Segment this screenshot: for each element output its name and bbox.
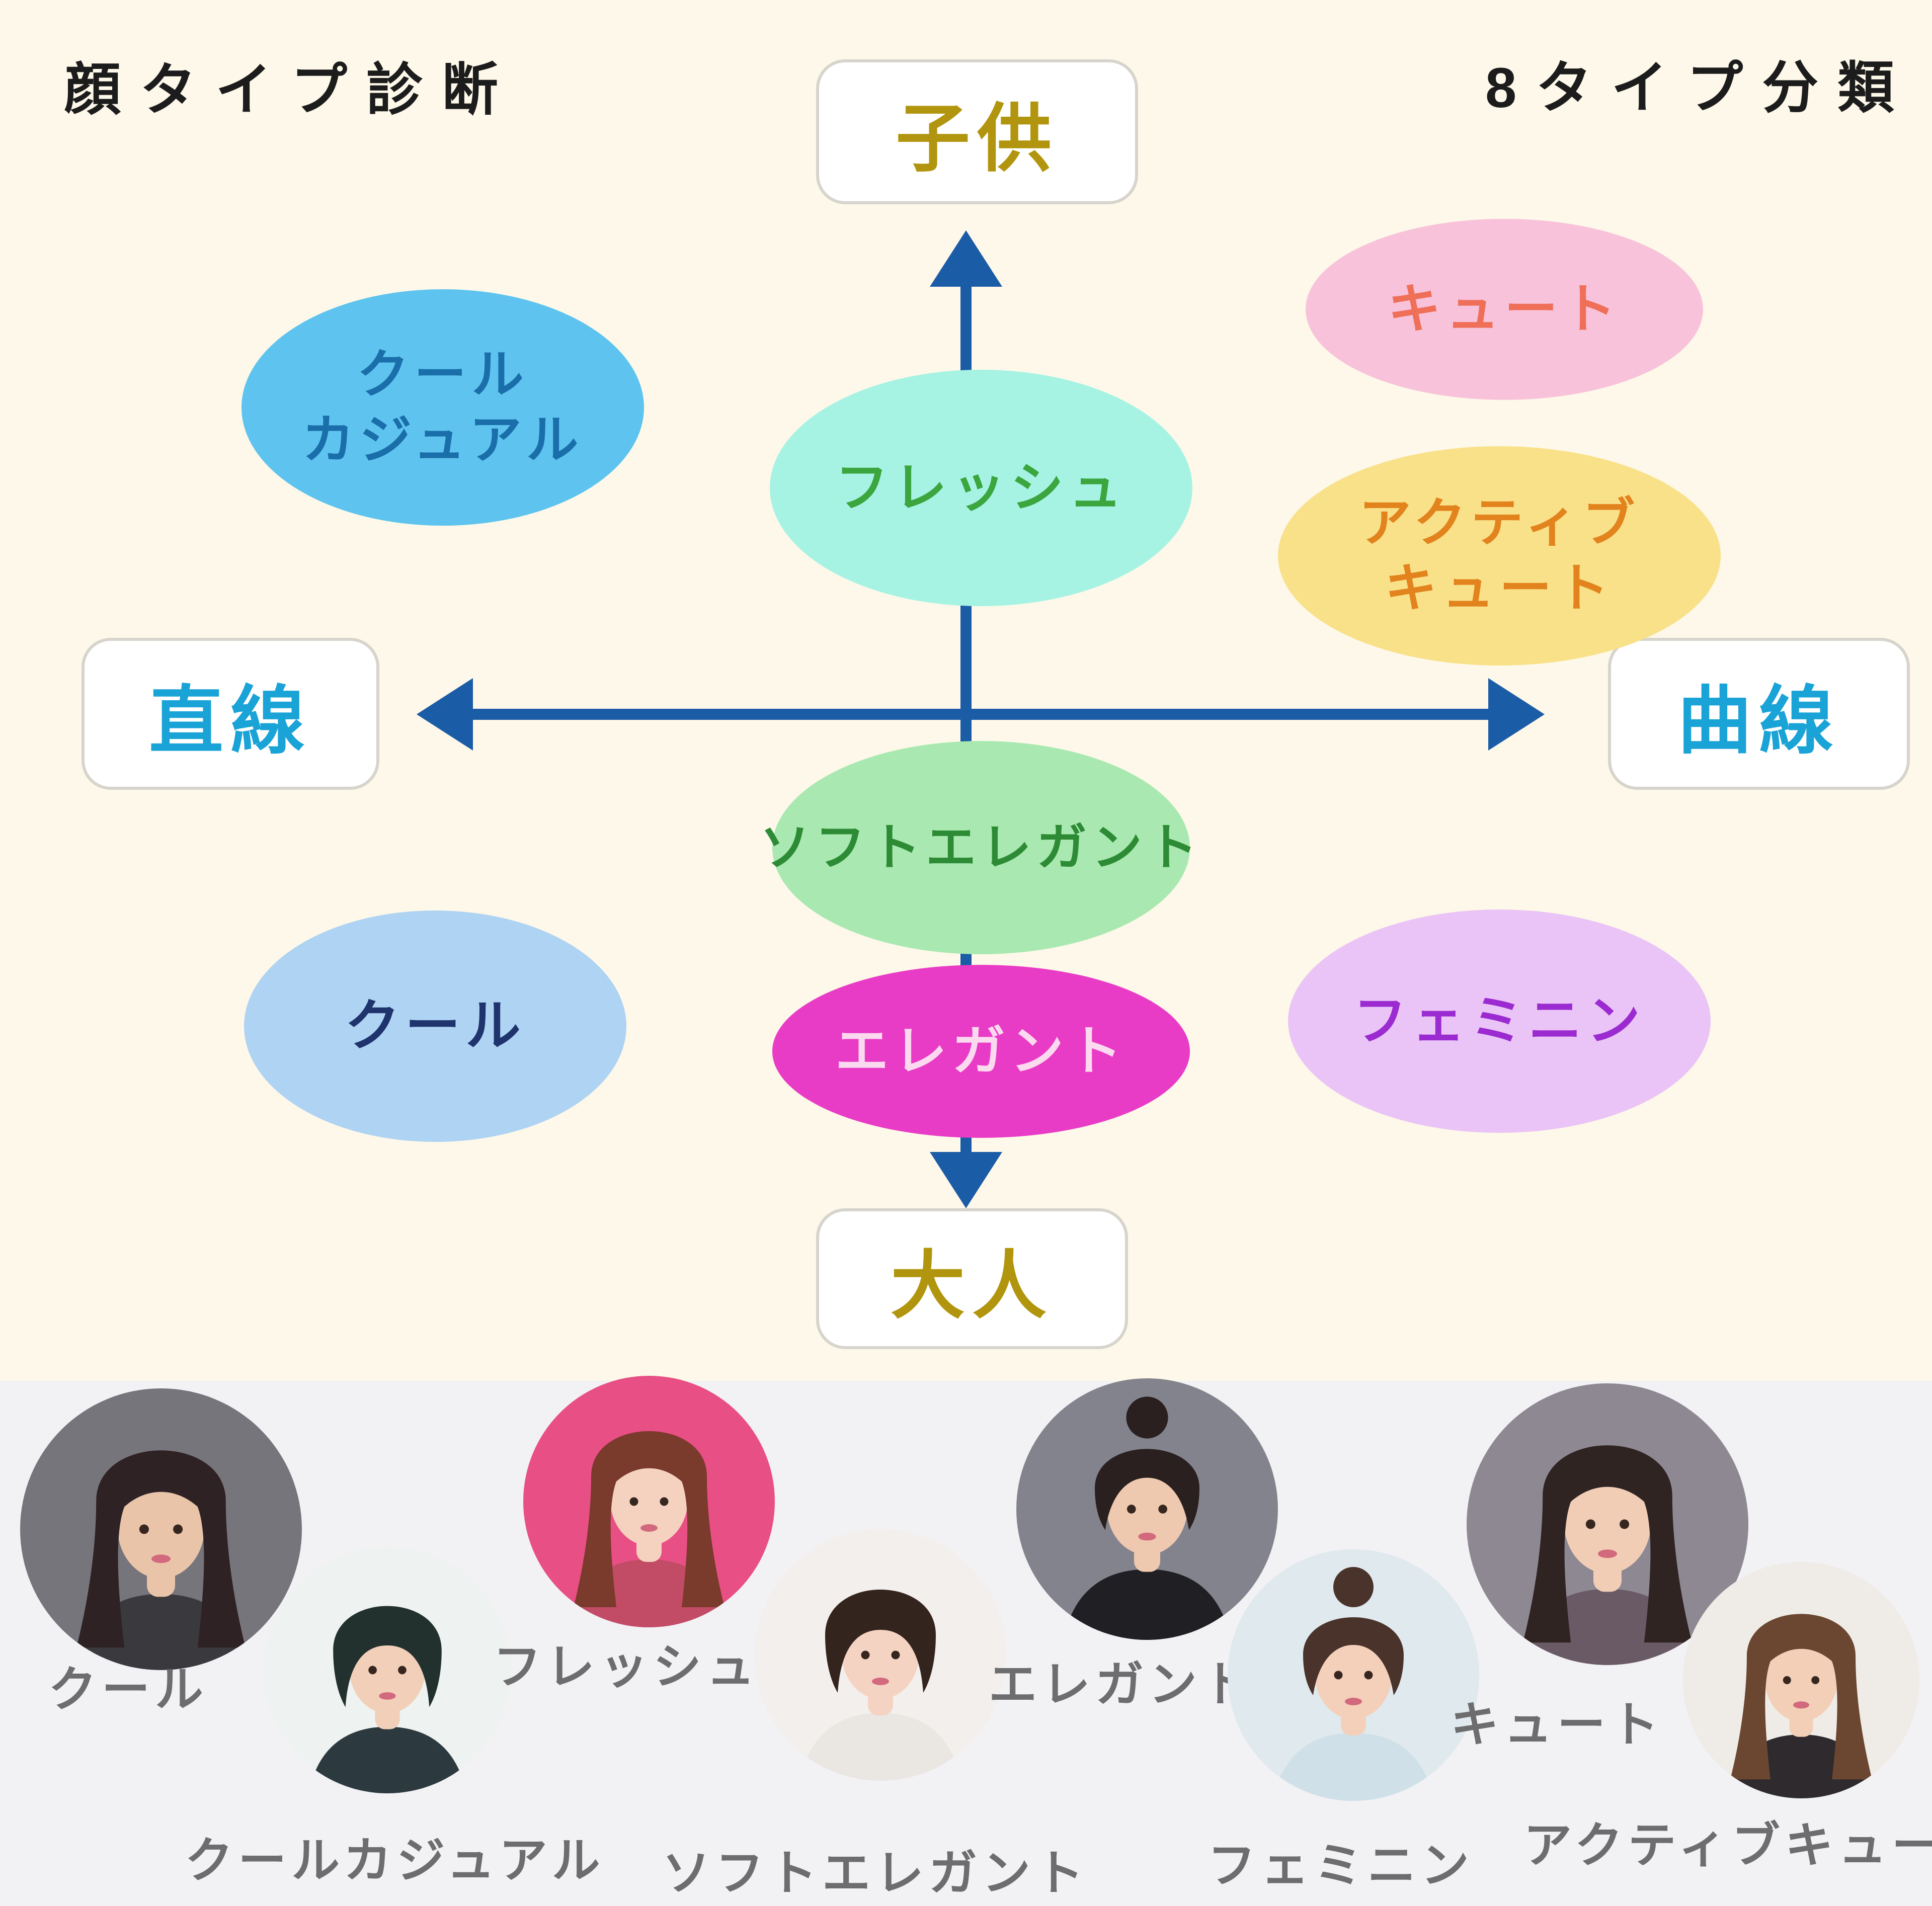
example-label-soft-elegant: ソフトエレガント <box>662 1846 1089 1900</box>
axis-pole-adult-label: 大人 <box>891 1244 1054 1328</box>
type-ellipse-cool-casual: クールカジュアル <box>242 289 644 526</box>
type-ellipse-fresh: フレッシュ <box>770 370 1192 606</box>
type-label-soft-elegant-line1: ソフトエレガント <box>760 819 1202 876</box>
type-label-active-cute-line1: アクティブ <box>1358 494 1640 552</box>
arrow-up-icon <box>930 230 1002 287</box>
horizontal-axis-line <box>468 709 1491 720</box>
axis-pole-child: 子供 <box>816 59 1138 204</box>
elegant-woman-portrait <box>1016 1378 1278 1640</box>
type-label-cool-casual-line2: カジュアル <box>302 411 584 469</box>
axis-pole-curved-label: 曲線 <box>1677 679 1840 763</box>
type-ellipse-soft-elegant: ソフトエレガント <box>760 741 1197 954</box>
example-label-fresh: フレッシュ <box>493 1640 760 1694</box>
arrow-left-icon <box>417 678 473 751</box>
type-label-feminine-line1: フェミニン <box>1353 991 1645 1051</box>
type-label-cool-casual-line1: クール <box>356 346 529 404</box>
type-label-cool-line1: クール <box>345 995 526 1057</box>
example-label-feminine: フェミニン <box>1208 1839 1474 1893</box>
examples-strip: クールクールカジュアル フレッシュソフトエレガント エレガントフェミニン キュートアク… <box>0 1376 1932 1906</box>
page-title: 顔タイプ診断 <box>64 58 517 121</box>
axis-pole-straight: 直線 <box>82 638 379 790</box>
arrow-down-icon <box>930 1152 1002 1208</box>
quadrant-diagram: 顔タイプ診断 8タイプ分類 子供 大人 直線 曲線 クールカジュアルフレッシュキ… <box>64 56 1913 1349</box>
type-label-active-cute-line2: キュート <box>1384 559 1614 618</box>
type-ellipse-cute: キュート <box>1306 219 1703 400</box>
type-ellipse-active-cute: アクティブキュート <box>1278 446 1721 666</box>
type-label-cute-line1: キュート <box>1388 279 1621 339</box>
feminine-woman-portrait <box>1228 1549 1479 1801</box>
type-ellipse-cool: クール <box>244 910 626 1142</box>
arrow-right-icon <box>1488 678 1545 751</box>
example-label-cute: キュート <box>1451 1698 1664 1752</box>
example-label-cool: クール <box>48 1663 208 1717</box>
type-ellipse-feminine: フェミニン <box>1288 909 1711 1133</box>
axis-pole-adult: 大人 <box>816 1208 1128 1349</box>
fresh-woman-portrait <box>523 1376 775 1627</box>
type-label-fresh-line1: フレッシュ <box>835 458 1127 518</box>
axis-pole-child-label: 子供 <box>896 97 1059 181</box>
active-cute-woman-portrait <box>1683 1562 1919 1798</box>
example-label-cool-casual: クールカジュアル <box>185 1834 605 1888</box>
example-label-elegant: エレガント <box>989 1658 1255 1712</box>
cool-woman-portrait <box>20 1388 302 1670</box>
axis-pole-curved: 曲線 <box>1608 638 1910 790</box>
soft-elegant-woman-portrait <box>755 1529 1006 1781</box>
type-ellipse-elegant: エレガント <box>772 965 1190 1138</box>
cool-casual-woman-portrait <box>264 1547 511 1793</box>
axis-pole-straight-label: 直線 <box>149 679 312 763</box>
type-label-elegant-line1: エレガント <box>835 1021 1127 1081</box>
subtitle-8-types: 8タイプ分類 <box>1485 56 1913 119</box>
